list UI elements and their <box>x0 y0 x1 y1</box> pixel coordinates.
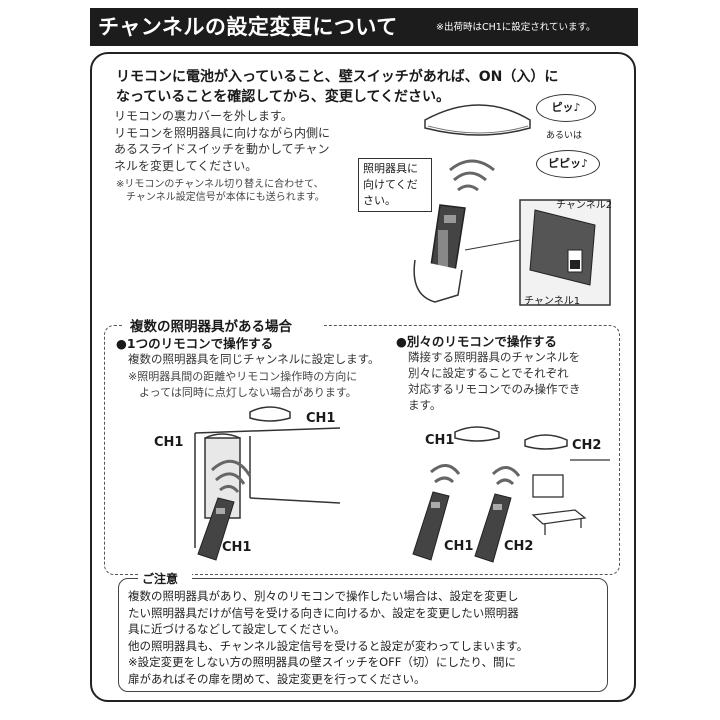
remote-setting-illustration <box>413 104 611 306</box>
room-wall-icon <box>194 427 341 548</box>
signal-wave-icon <box>449 159 495 192</box>
single-remote-text: 複数の照明器具を同じチャンネルに設定します。 <box>128 352 380 366</box>
aim-callout-text: 照明器具に 向けてくだ さい。 <box>363 162 418 207</box>
ceiling-light-icon <box>204 406 291 439</box>
caution-title: ご注意 <box>142 572 179 586</box>
single-remote-heading: ●1つのリモコンで操作する <box>116 336 274 351</box>
remote-hand-icon <box>413 204 466 303</box>
separate-remote-heading: ●別々のリモコンで操作する <box>396 334 557 349</box>
caution-title-backdrop <box>138 568 192 584</box>
steps-note: ※リモコンのチャンネル切り替えに合わせて、 チャンネル設定信号が本体にも送られま… <box>116 179 325 203</box>
intro-line-1: リモコンに電池が入っていること、壁スイッチがあれば、ON（入）に <box>116 69 559 85</box>
or-label: あるいは <box>546 131 583 141</box>
factory-default-note: ※出荷時はCH1に設定されています。 <box>436 22 596 33</box>
aim-callout <box>358 158 432 212</box>
steps-text: リモコンの裏カバーを外します。 リモコンを照明器具に向けながら内側に あるスライ… <box>114 109 331 173</box>
beep-bubble-2: ピピッ♪ <box>536 150 600 178</box>
caution-text: 複数の照明器具があり、別々のリモコンで操作したい場合は、設定を変更し たい照明器… <box>128 589 529 686</box>
separate-remote-illustration <box>412 426 610 563</box>
remote-ch1-label: CH1 <box>222 540 252 555</box>
beep-bubble-1: ピッ♪ <box>536 94 596 122</box>
furniture-icon <box>531 459 610 535</box>
intro-line-2: なっていることを確認してから、変更してください。 <box>116 89 451 105</box>
remote2-ch2-label: CH2 <box>504 539 534 554</box>
single-remote-illustration <box>194 406 341 561</box>
header-bar <box>90 8 638 46</box>
remote-icon <box>197 497 235 561</box>
multiple-fixtures-box <box>104 325 620 575</box>
room-ch1-label: CH1 <box>154 435 184 450</box>
light2-ch2-label: CH2 <box>572 438 602 453</box>
remote-2-icon <box>474 493 512 563</box>
single-remote-note: ※照明器具間の距離やリモコン操作時の方向に よっては同時に点灯しない場合がありま… <box>128 370 358 399</box>
channel-2-label: チャンネル2 <box>556 200 613 211</box>
main-frame <box>90 52 636 702</box>
signal-wave-icon <box>210 459 252 493</box>
remote1-ch1-label: CH1 <box>444 539 474 554</box>
caution-box <box>118 578 608 692</box>
ceiling-light-icon <box>424 104 531 136</box>
section-title-backdrop <box>124 315 324 333</box>
page-title: チャンネルの設定変更について <box>98 15 398 39</box>
channel-1-label: チャンネル1 <box>524 296 581 307</box>
ceiling-light-1-icon <box>454 426 500 442</box>
ceiling-light-2-icon <box>524 434 568 450</box>
multiple-fixtures-title: 複数の照明器具がある場合 <box>130 319 292 335</box>
channel-switch-detail-icon <box>519 199 611 306</box>
ceiling-ch1-label: CH1 <box>306 411 336 426</box>
signal-wave-icon <box>430 464 521 486</box>
separate-remote-text: 隣接する照明器具のチャンネルを 別々に設定することでそれぞれ 対応するリモコンで… <box>408 350 581 412</box>
light1-ch1-label: CH1 <box>425 433 455 448</box>
remote-1-icon <box>412 491 450 561</box>
